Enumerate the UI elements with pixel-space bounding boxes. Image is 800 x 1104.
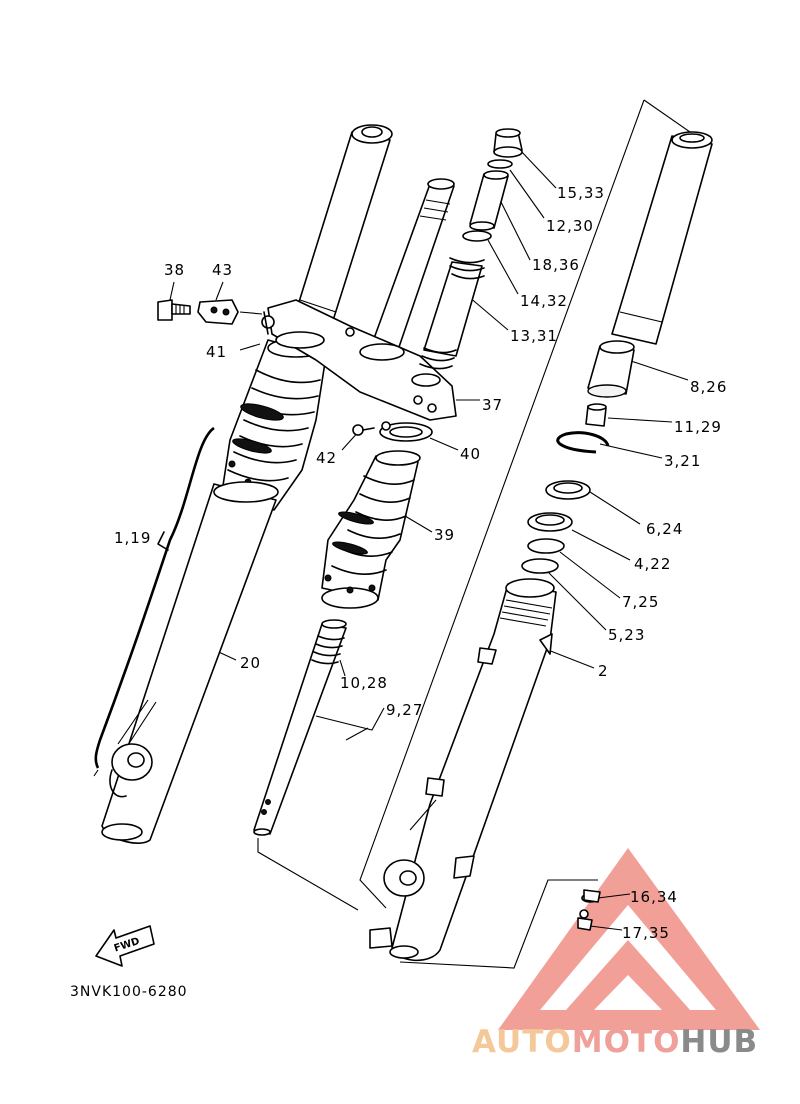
label-8-26: 8,26 bbox=[690, 378, 727, 396]
cap-15-33 bbox=[493, 128, 523, 158]
damper-rod-9-27 bbox=[253, 619, 347, 836]
label-41: 41 bbox=[206, 343, 227, 361]
label-15-33: 15,33 bbox=[557, 184, 605, 202]
watermark-auto: AUTO bbox=[472, 1024, 572, 1060]
label-16-34: 16,34 bbox=[630, 888, 678, 906]
bolt-42 bbox=[352, 424, 375, 436]
left-fork-assembly bbox=[101, 124, 393, 844]
collar-18-36 bbox=[469, 170, 509, 231]
outer-tube-2 bbox=[369, 578, 557, 962]
watermark-moto: MOTO bbox=[572, 1024, 681, 1060]
label-39: 39 bbox=[434, 526, 455, 544]
part-labels: 15,33 12,30 18,36 14,32 13,31 38 43 41 3… bbox=[70, 184, 727, 1000]
ring-5-23 bbox=[521, 558, 559, 574]
label-42: 42 bbox=[316, 449, 337, 467]
plate-43 bbox=[197, 299, 263, 325]
label-3-21: 3,21 bbox=[664, 452, 701, 470]
screw-17-35 bbox=[577, 909, 593, 931]
label-12-30: 12,30 bbox=[546, 217, 594, 235]
bracket-tick bbox=[157, 531, 169, 551]
bracket-1-19 bbox=[94, 426, 215, 769]
washer-16-34 bbox=[581, 889, 601, 903]
spring-13-31 bbox=[419, 257, 485, 370]
label-10-28: 10,28 bbox=[340, 674, 388, 692]
label-6-24: 6,24 bbox=[646, 520, 683, 538]
label-7-25: 7,25 bbox=[622, 593, 659, 611]
oil-seal-6-24 bbox=[545, 480, 591, 500]
diagram-code: 3NVK100-6280 bbox=[70, 984, 188, 1000]
label-18-36: 18,36 bbox=[532, 256, 580, 274]
washer-7-25 bbox=[527, 538, 565, 554]
label-1-19: 1,19 bbox=[114, 529, 151, 547]
watermark-hub: HUB bbox=[680, 1024, 758, 1060]
label-4-22: 4,22 bbox=[634, 555, 671, 573]
watermark-logo bbox=[498, 848, 760, 1030]
label-11-29: 11,29 bbox=[674, 418, 722, 436]
fwd-arrow-icon: FWD bbox=[95, 925, 155, 967]
steering-stem-assembly bbox=[261, 178, 457, 421]
label-9-27: 9,27 bbox=[386, 701, 423, 719]
washer-4-22 bbox=[527, 512, 573, 532]
boot-39 bbox=[321, 450, 421, 609]
bushing-8-26 bbox=[587, 340, 635, 398]
bushing-11-29 bbox=[585, 403, 607, 427]
o-ring-12-30 bbox=[487, 159, 513, 169]
circlip-3-21 bbox=[556, 431, 610, 454]
bolt-38 bbox=[157, 299, 191, 321]
washer-14-32 bbox=[462, 230, 492, 242]
label-13-31: 13,31 bbox=[510, 327, 558, 345]
label-37: 37 bbox=[482, 396, 503, 414]
label-38: 38 bbox=[164, 261, 185, 279]
alignment-lines bbox=[93, 99, 691, 969]
label-20: 20 bbox=[240, 654, 261, 672]
label-17-35: 17,35 bbox=[622, 924, 670, 942]
label-14-32: 14,32 bbox=[520, 292, 568, 310]
watermark-text: AUTOMOTOHUB bbox=[472, 1024, 758, 1060]
label-43: 43 bbox=[212, 261, 233, 279]
clip-40 bbox=[379, 421, 433, 442]
leader-lines bbox=[169, 149, 689, 931]
right-fork-assembly bbox=[611, 131, 713, 345]
label-2: 2 bbox=[598, 662, 609, 680]
label-40: 40 bbox=[460, 445, 481, 463]
label-5-23: 5,23 bbox=[608, 626, 645, 644]
